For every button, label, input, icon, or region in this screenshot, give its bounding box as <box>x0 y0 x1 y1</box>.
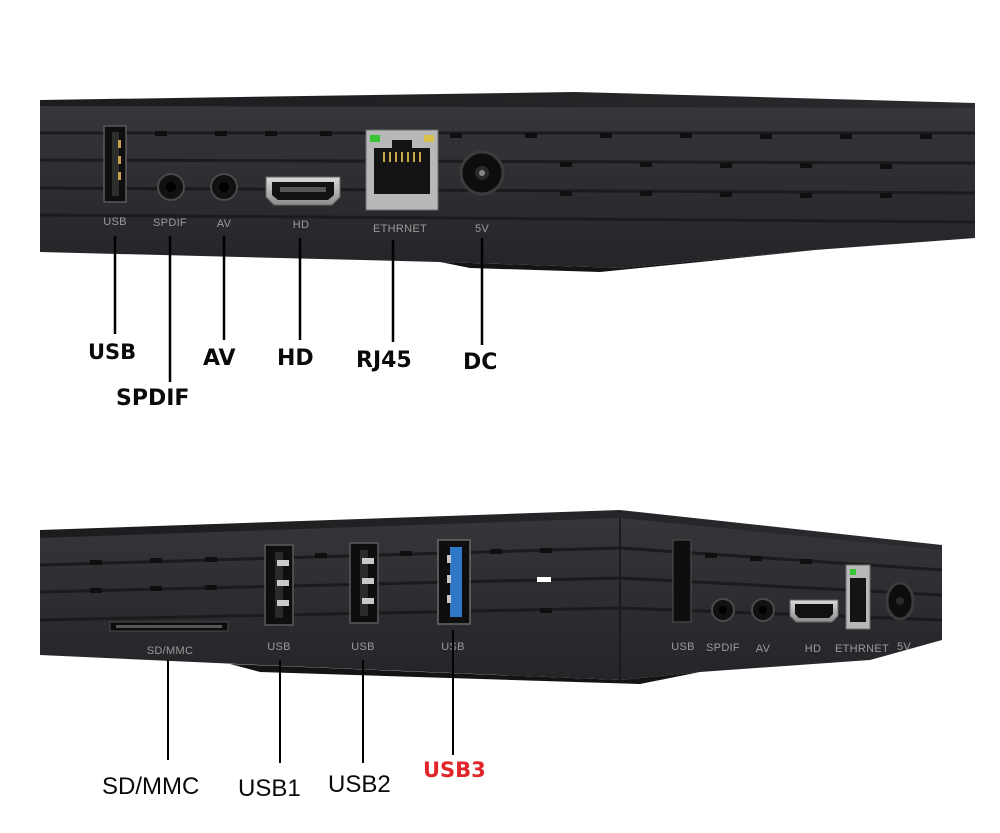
printed-hdmi: HD <box>293 219 310 231</box>
printed-spdif: SPDIF <box>153 217 187 229</box>
printed-hdmi-side: HD <box>805 643 822 655</box>
top-box-lid <box>40 92 975 110</box>
bottom-box-vents <box>90 548 812 613</box>
callout-usb2: USB2 <box>328 771 391 798</box>
bottom-leader-lines <box>167 660 364 763</box>
printed-spdif-side: SPDIF <box>706 642 740 654</box>
usb-port-icon <box>264 544 294 626</box>
printed-av-side: AV <box>756 643 771 655</box>
printed-ethernet-side: ETHRNET <box>835 643 889 655</box>
callout-rj45: RJ45 <box>356 348 412 373</box>
audio-jack-icon <box>711 598 735 622</box>
top-box-shadow <box>440 250 815 272</box>
top-box-front <box>40 106 975 268</box>
audio-jack-icon <box>210 173 238 201</box>
printed-power-side: 5V <box>897 641 911 653</box>
printed-usb-2: USB <box>351 641 375 653</box>
callout-usb: USB <box>88 340 137 364</box>
printed-usb: USB <box>103 216 127 228</box>
ethernet-port-icon <box>365 129 439 211</box>
printed-power: 5V <box>475 223 489 235</box>
printed-av: AV <box>217 218 232 230</box>
ethernet-port-icon <box>845 564 871 630</box>
callout-hd: HD <box>277 346 314 371</box>
usb-port-icon <box>103 125 127 203</box>
bottom-box: SD/MMC USB USB USB USB SPDIF AV HD ETHRN… <box>39 510 943 763</box>
callout-sd-mmc: SD/MMC <box>102 773 200 800</box>
usb3-port-icon <box>437 539 471 625</box>
printed-usb-1: USB <box>267 641 291 653</box>
callout-av: AV <box>203 346 236 371</box>
usb-port-icon <box>672 539 692 623</box>
dc-jack-icon <box>459 150 505 196</box>
callout-dc: DC <box>463 350 498 375</box>
top-leader-lines <box>113 236 484 382</box>
callout-usb3: USB3 <box>423 758 486 782</box>
top-box: USB SPDIF AV HD ETHRNET 5V <box>39 92 976 382</box>
vent-highlight <box>537 577 551 582</box>
callout-spdif: SPDIF <box>116 386 190 411</box>
audio-jack-icon <box>751 598 775 622</box>
audio-jack-icon <box>157 173 185 201</box>
usb-port-icon <box>349 542 379 624</box>
printed-ethernet: ETHRNET <box>373 223 427 235</box>
hdmi-port-icon <box>265 176 341 206</box>
sd-slot-icon <box>109 621 229 632</box>
top-box-vents <box>155 131 932 198</box>
hdmi-port-icon <box>789 599 839 623</box>
printed-usb-side: USB <box>671 641 695 653</box>
printed-sd: SD/MMC <box>147 645 193 657</box>
callout-usb1: USB1 <box>238 775 301 802</box>
dc-jack-icon <box>885 581 915 621</box>
bottom-box-shadow <box>230 664 700 684</box>
top-box-grooves <box>39 131 976 224</box>
